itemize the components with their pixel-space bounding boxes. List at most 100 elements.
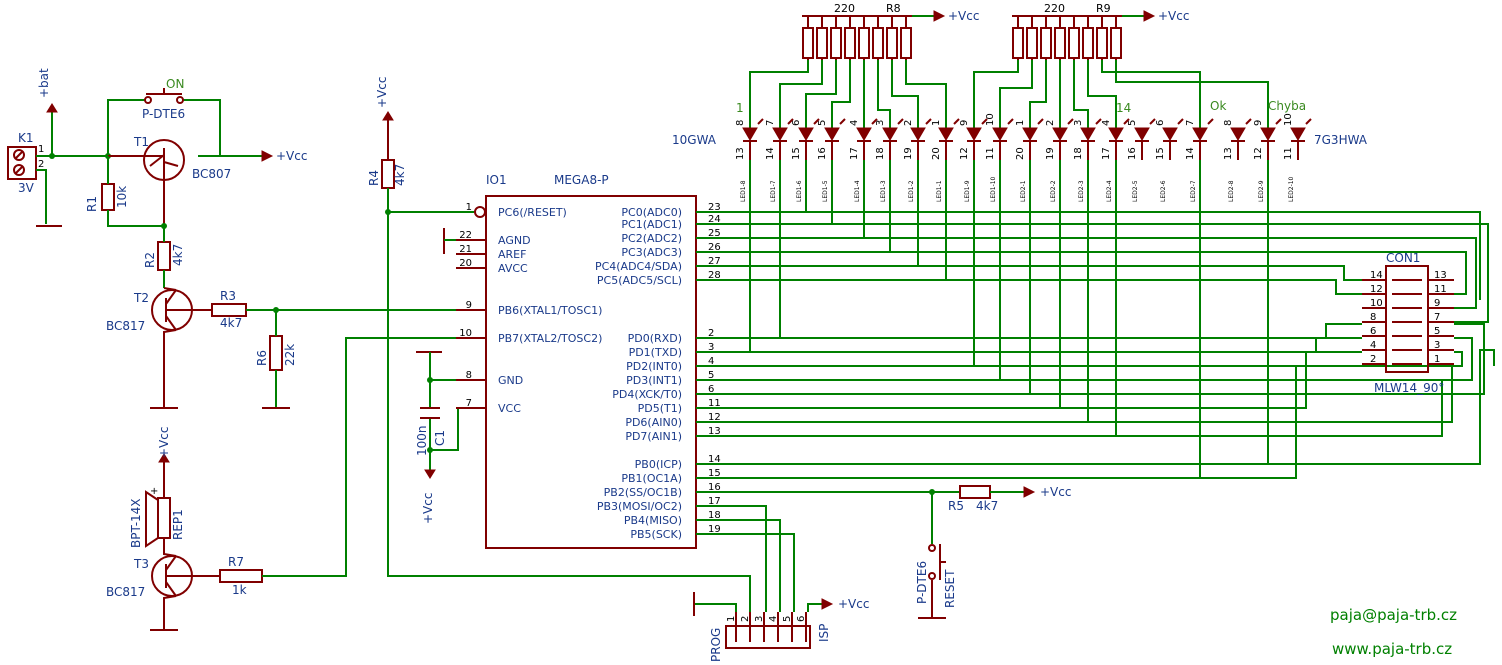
- mcu-pin-num: 22: [459, 230, 472, 241]
- led-pin-cathode: 17: [1101, 147, 1112, 160]
- t1-label: T1: [133, 135, 149, 149]
- led-pin-anode: 7: [1185, 120, 1196, 126]
- led-name: LED1-4: [854, 180, 861, 202]
- con-pin-right: 3: [1434, 340, 1440, 351]
- mcu-pin-name: PD3(INT1): [626, 374, 682, 387]
- mcu-pin-name: AGND: [498, 234, 531, 247]
- array-resistor: [1110, 27, 1122, 59]
- con-pin-left: 10: [1370, 298, 1383, 309]
- resistor-r7: R7 1k: [219, 337, 486, 597]
- con-pin-left: 4: [1370, 340, 1376, 351]
- led-name: LED1-3: [880, 180, 887, 202]
- array-resistor: [816, 27, 828, 59]
- mcu-pin-name: PB7(XTAL2/TOSC2): [498, 332, 602, 345]
- vcc-r5-label: +Vcc: [1040, 485, 1071, 499]
- mcu-pin-name: PC4(ADC4/SDA): [595, 260, 682, 273]
- r8-label: R8: [886, 2, 901, 15]
- k1-voltage: 3V: [18, 181, 35, 195]
- r4-value: 4k7: [393, 164, 407, 186]
- author-email: paja@paja-trb.cz: [1330, 606, 1457, 624]
- led-name: LED2-7: [1190, 180, 1197, 202]
- led-name: LED1-6: [796, 180, 803, 202]
- resistor-r4: +Vcc R4 4k7: [367, 77, 751, 612]
- array-resistor: [802, 27, 814, 59]
- mcu-pin-name: PC2(ADC2): [621, 232, 682, 245]
- led-pin-anode: 2: [1045, 120, 1056, 126]
- mcu-pin-name: PD1(TXD): [629, 346, 682, 359]
- led-pin-anode: 3: [1073, 120, 1084, 126]
- led-pin-cathode: 20: [1015, 147, 1026, 160]
- mcu-pin-name: PC1(ADC1): [621, 218, 682, 231]
- con-pin-right: 1: [1434, 354, 1440, 365]
- led-bar-a-model: 10GWA: [672, 133, 717, 147]
- led-bargraph: 10GWA 7G3HWA 1 14 Ok Chyba 813LED1-8714L…: [672, 99, 1368, 202]
- mcu-pin-name: GND: [498, 374, 523, 387]
- mcu-pin-num: 19: [708, 524, 721, 535]
- led-pin-cathode: 13: [735, 147, 746, 160]
- mcu-pin-num: 28: [708, 270, 721, 281]
- mcu-pin-num: 7: [466, 398, 472, 409]
- on-switch: ON P-DTE6: [107, 77, 221, 157]
- resistor-r3: R3 4k7: [211, 289, 486, 330]
- led-pin-anode: 9: [959, 120, 970, 126]
- mcu-pin-name: PC5(ADC5/SCL): [597, 274, 682, 287]
- led-pin-anode: 1: [931, 120, 942, 126]
- con-pin-left: 2: [1370, 354, 1376, 365]
- mcu-pin-name: PC6(/RESET): [498, 206, 567, 219]
- switch-model: P-DTE6: [142, 107, 185, 121]
- array-resistor: [844, 27, 856, 59]
- led-pin-cathode: 18: [1073, 147, 1084, 160]
- led-pin-anode: 4: [1101, 120, 1112, 126]
- mcu-pin-name: VCC: [498, 402, 521, 415]
- led-pin-anode: 2: [903, 120, 914, 126]
- mcu-pin-name: PB1(OC1A): [621, 472, 682, 485]
- mcu-pin-num: 14: [708, 454, 721, 465]
- r9-label: R9: [1096, 2, 1111, 15]
- led-name: LED1-8: [740, 180, 747, 202]
- led-name: LED2-1: [1020, 180, 1027, 202]
- led-name: LED2-5: [1132, 180, 1139, 202]
- array-resistor: [858, 27, 870, 59]
- t2-label: T2: [133, 291, 149, 305]
- vcc-r9-label: +Vcc: [1158, 9, 1189, 23]
- io1-label: IO1: [486, 173, 507, 187]
- mcu-pin-num: 6: [708, 384, 714, 395]
- mcu-pin-num: 4: [708, 356, 714, 367]
- isp-label: ISP: [817, 624, 831, 642]
- led-pin-cathode: 11: [985, 147, 996, 160]
- vcc-c1-label: +Vcc: [421, 493, 435, 524]
- led-pin-cathode: 18: [875, 147, 886, 160]
- r5-label: R5: [948, 499, 964, 513]
- r7-value: 1k: [232, 583, 247, 597]
- led-pin-cathode: 12: [959, 147, 970, 160]
- led-name: LED1-9: [964, 180, 971, 202]
- r2-label: R2: [143, 252, 157, 268]
- array-resistor: [1068, 27, 1080, 59]
- led-name: LED1-10: [990, 176, 997, 202]
- con-pin-left: 14: [1370, 270, 1383, 281]
- led-chyba-label: Chyba: [1268, 99, 1306, 113]
- led-pin-cathode: 20: [931, 147, 942, 160]
- mcu-pin-num: 17: [708, 496, 721, 507]
- led-pin-cathode: 16: [817, 147, 828, 160]
- array-resistor: [886, 27, 898, 59]
- led-name: LED1-2: [908, 180, 915, 202]
- mcu-pin-num: 8: [466, 370, 472, 381]
- led-pin-anode: 7: [765, 120, 776, 126]
- led-name: LED2-10: [1288, 176, 1295, 202]
- led-pin-anode: 5: [1127, 120, 1138, 126]
- led-name: LED2-4: [1106, 180, 1113, 202]
- led-pin-cathode: 17: [849, 147, 860, 160]
- led-pin-anode: 5: [817, 120, 828, 126]
- transistor-t1: T1 BC807: [108, 135, 231, 228]
